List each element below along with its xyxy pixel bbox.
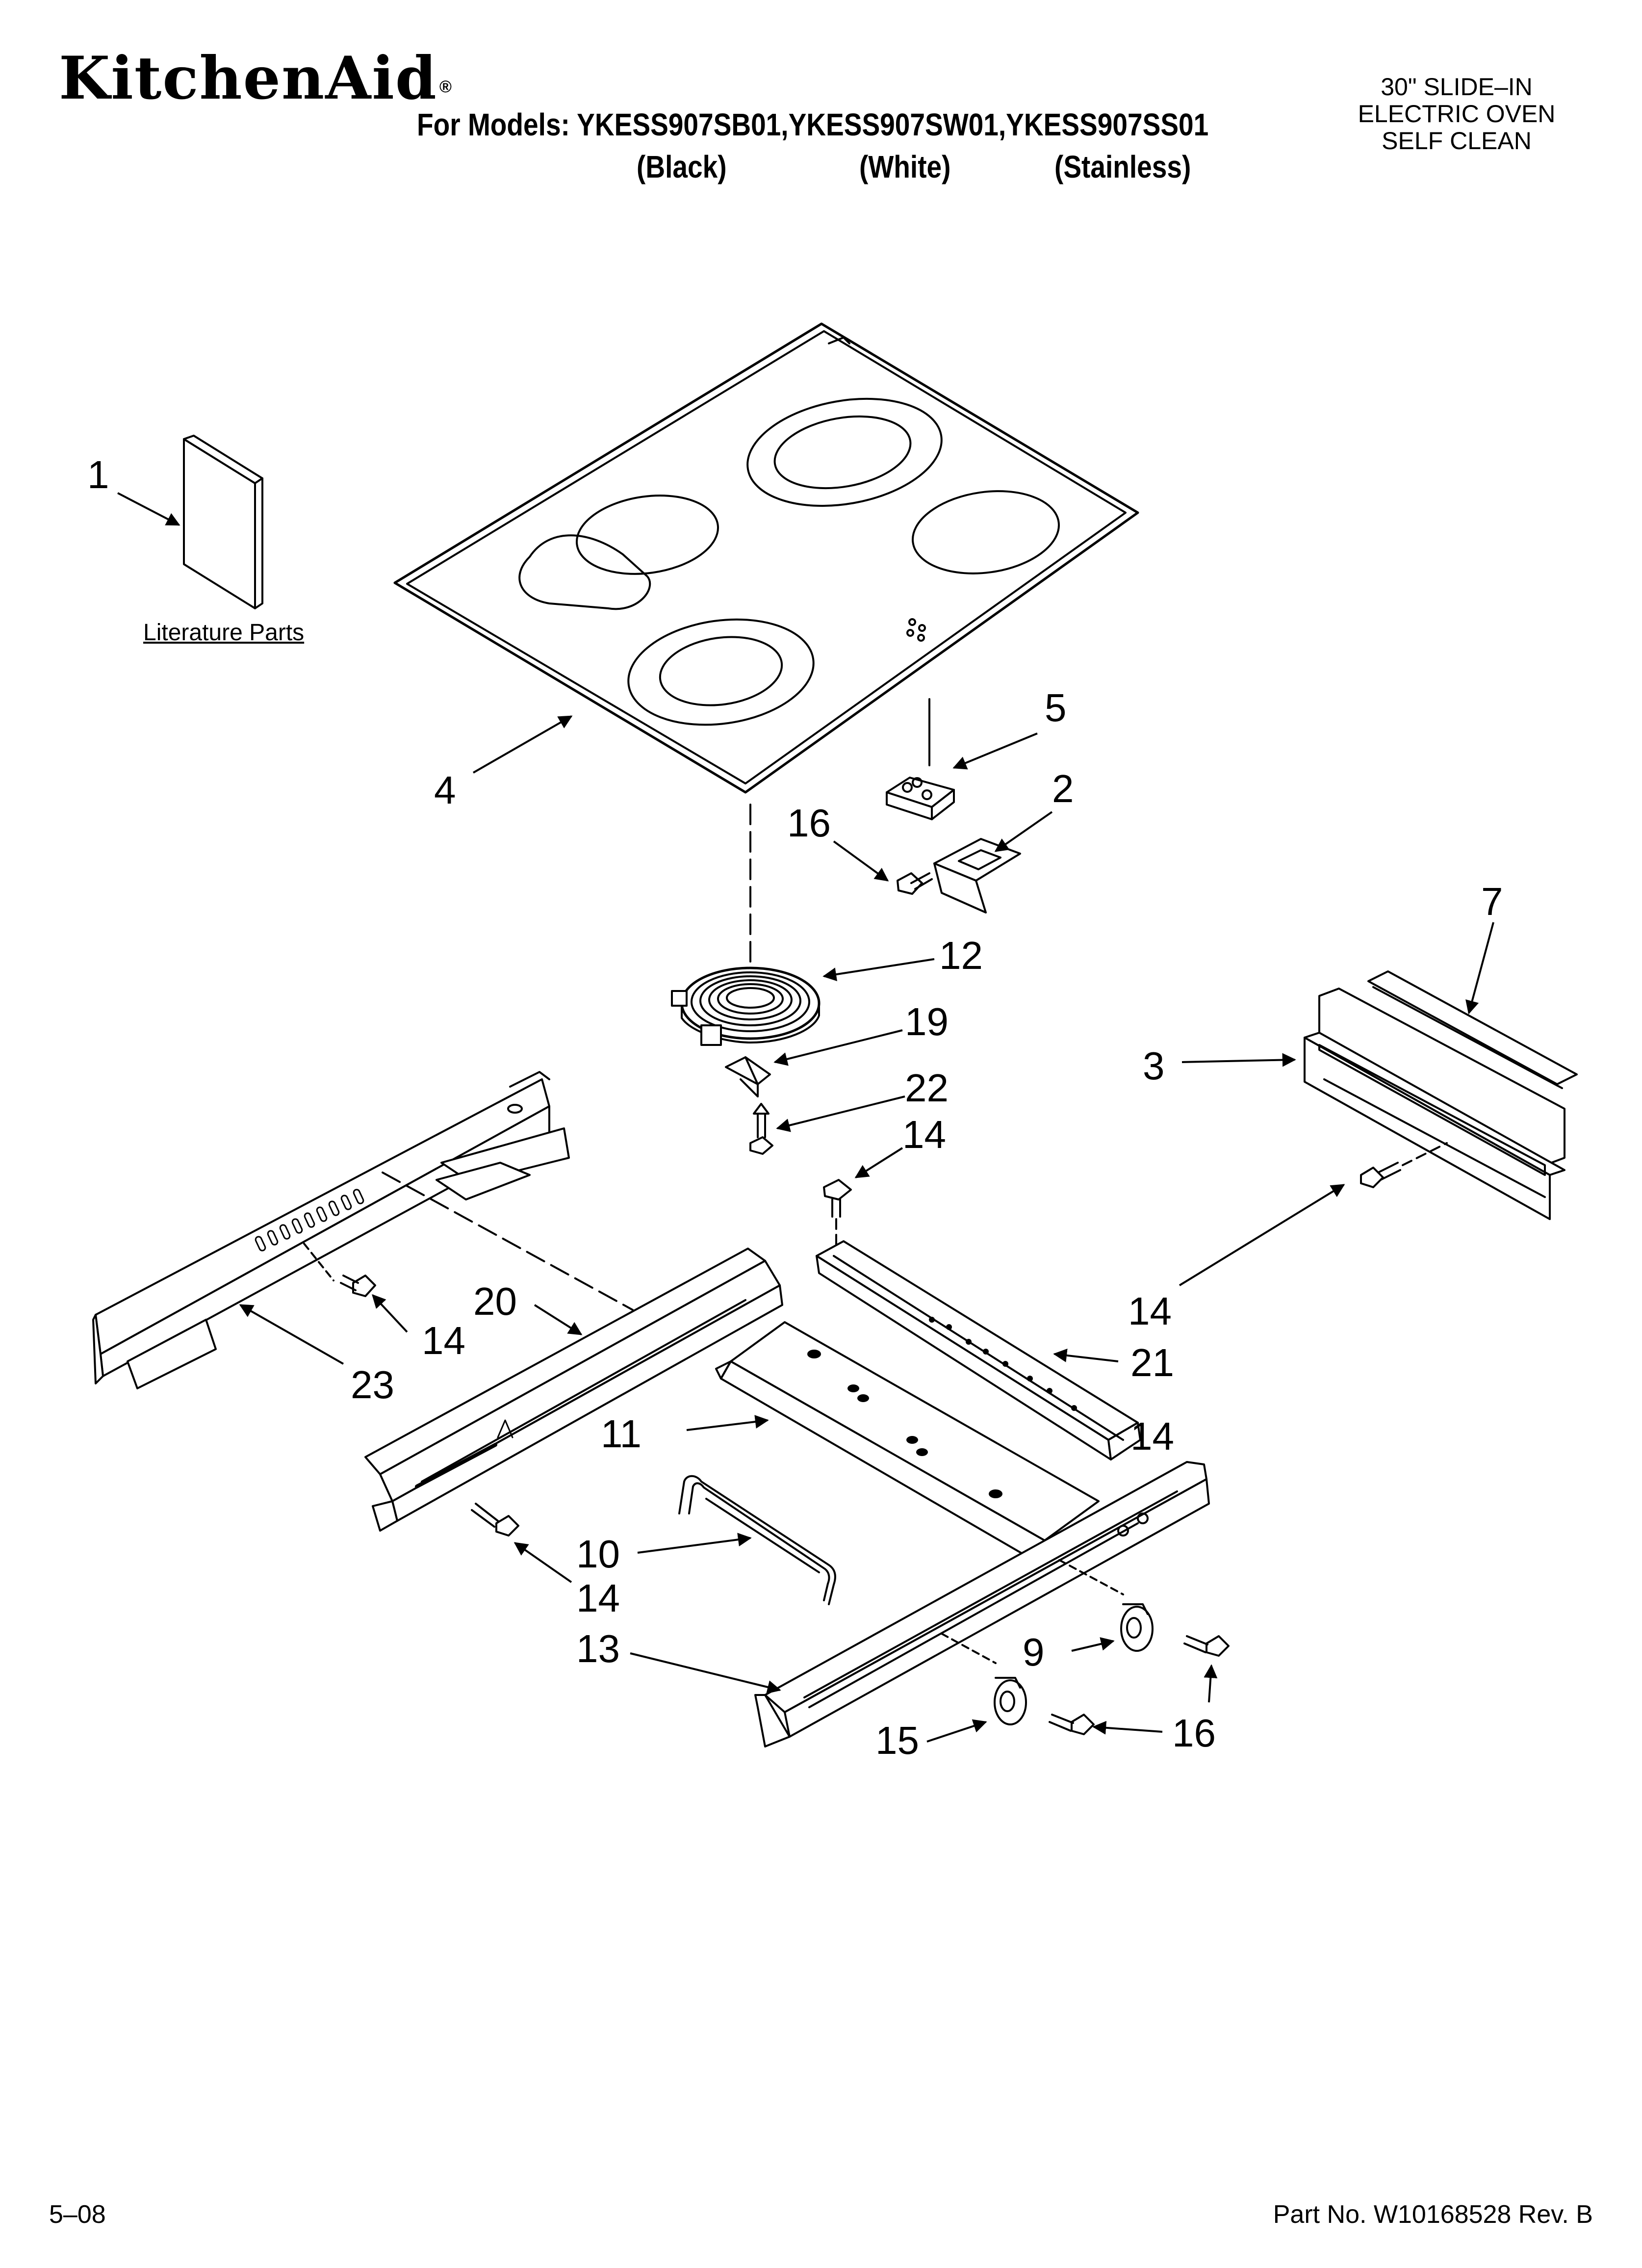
front-rail-part <box>364 1248 783 1532</box>
literature-booklet-part <box>183 435 263 609</box>
front-support-part <box>816 1240 1141 1460</box>
models-line: For Models: YKESS907SB01,YKESS907SW01,YK… <box>417 107 1209 142</box>
callout-12: 12 <box>939 934 983 977</box>
product-line-2: ELECTRIC OVEN <box>1358 100 1556 128</box>
left-side-rail-part <box>92 1071 570 1389</box>
product-line-3: SELF CLEAN <box>1382 127 1532 155</box>
callout-10: 10 <box>576 1532 620 1576</box>
callout-15: 15 <box>875 1719 919 1762</box>
limiter-switch-part <box>886 698 955 820</box>
screw-14-left-part <box>340 1275 376 1297</box>
callout-11: 11 <box>601 1412 641 1456</box>
rear-trim-strip-part <box>1367 970 1578 1089</box>
product-description: 30" SLIDE–IN ELECTRIC OVEN SELF CLEAN <box>1329 74 1584 155</box>
lower-frame-part <box>754 1461 1210 1747</box>
callout-23: 23 <box>351 1363 394 1407</box>
literature-parts-label: Literature Parts <box>143 620 305 646</box>
callout-3: 3 <box>1143 1044 1165 1088</box>
callout-22: 22 <box>905 1066 949 1110</box>
callout-14-right-frame: 14 <box>1130 1414 1174 1458</box>
callout-5: 5 <box>1045 686 1067 730</box>
radiant-element-part <box>671 966 821 1046</box>
callout-16-lower: 16 <box>1172 1711 1216 1755</box>
element-clip-part <box>725 1056 771 1097</box>
brand-logo: KitchenAid® <box>59 49 453 108</box>
part-number: Part No. W10168528 Rev. B <box>1273 2200 1593 2229</box>
callout-14-left: 14 <box>422 1319 465 1362</box>
callout-7: 7 <box>1481 880 1503 923</box>
screw-14-rear-part <box>1360 1142 1448 1188</box>
product-line-1: 30" SLIDE–IN <box>1381 73 1533 101</box>
registered-mark: ® <box>439 78 453 96</box>
leveling-bushing-15-part <box>994 1677 1027 1725</box>
callout-1: 1 <box>87 453 109 496</box>
callout-4: 4 <box>434 768 456 812</box>
switch-bracket-part <box>933 838 1021 913</box>
leveling-bushing-9-part <box>1120 1603 1154 1652</box>
screw-14-front-part <box>471 1503 519 1537</box>
callout-13: 13 <box>576 1627 620 1670</box>
variant-stainless: (Stainless) <box>1054 149 1191 184</box>
screw-22-part <box>749 1103 773 1155</box>
rear-channel-part <box>1304 988 1565 1220</box>
screw-16-right-part <box>1183 1635 1230 1657</box>
callout-16-upper: 16 <box>787 801 831 845</box>
variant-white: (White) <box>859 149 951 184</box>
screw-16-upper-part <box>897 872 933 895</box>
callout-9: 9 <box>1023 1630 1045 1674</box>
callout-21: 21 <box>1130 1341 1174 1384</box>
cooktop-glass-part <box>393 322 1139 794</box>
screw-16-lower-part <box>1049 1714 1095 1735</box>
callout-14-rear: 14 <box>1128 1289 1172 1333</box>
handle-bracket-part <box>678 1475 836 1605</box>
callout-2: 2 <box>1052 767 1074 810</box>
callout-20: 20 <box>473 1279 517 1323</box>
variant-black: (Black) <box>637 149 727 184</box>
heat-shield-part <box>715 1321 1100 1556</box>
callout-19: 19 <box>905 1000 949 1043</box>
callout-14-front: 14 <box>576 1576 620 1620</box>
brand-name: KitchenAid <box>59 44 437 113</box>
callout-14-center: 14 <box>902 1113 946 1156</box>
revision-date: 5–08 <box>49 2200 106 2229</box>
